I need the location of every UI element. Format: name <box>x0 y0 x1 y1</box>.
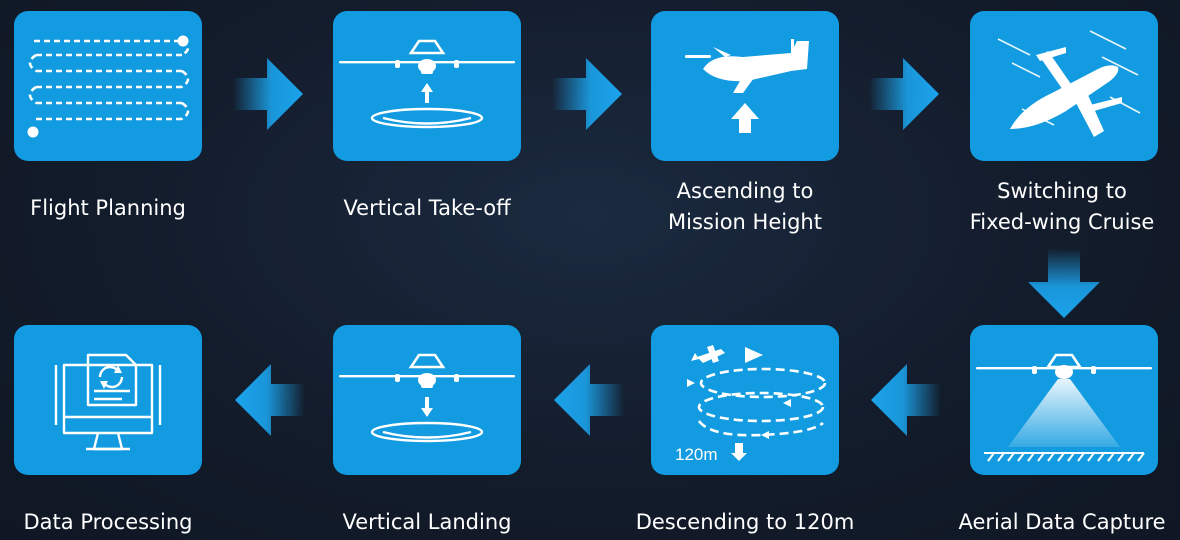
drone-landing-icon <box>339 353 515 443</box>
arrow-right-icon <box>552 58 622 130</box>
fixed-wing-cruise-icon <box>997 30 1141 137</box>
step-label-data-processing: Data Processing <box>23 510 193 534</box>
arrow-left-icon <box>871 364 941 436</box>
step-label-flight-planning: Flight Planning <box>30 196 186 220</box>
step-label-ascending: Ascending to Mission Height <box>626 176 864 238</box>
altitude-tag: 120m <box>675 445 718 464</box>
step-tile-aerial-data-capture <box>970 325 1158 475</box>
step-tile-vertical-take-off <box>333 11 521 161</box>
arrow-down-icon <box>1028 248 1100 318</box>
step-label-line: Mission Height <box>668 210 822 234</box>
drone-takeoff-icon <box>339 39 515 129</box>
spiral-descent-icon: 120m <box>675 345 827 464</box>
route-plan-icon <box>27 35 190 138</box>
step-label-line: Fixed-wing Cruise <box>969 210 1155 234</box>
arrow-left-icon <box>554 364 624 436</box>
arrow-right-icon <box>233 58 303 130</box>
step-tile-ascending <box>651 11 839 161</box>
step-label-line: Ascending to <box>676 179 814 203</box>
camera-capture-icon <box>976 353 1152 462</box>
step-label-line: Switching to <box>997 179 1127 203</box>
step-tile-data-processing <box>14 325 202 475</box>
step-label-vertical-landing: Vertical Landing <box>342 510 512 534</box>
step-label-switching: Switching to Fixed-wing Cruise <box>944 176 1180 238</box>
step-label-vertical-take-off: Vertical Take-off <box>343 196 511 220</box>
step-label-descending: Descending to 120m <box>635 510 855 534</box>
arrow-right-icon <box>869 58 939 130</box>
step-tile-switching <box>970 11 1158 161</box>
step-label-aerial-data-capture: Aerial Data Capture <box>958 510 1166 534</box>
step-tile-descending: 120m <box>651 325 839 475</box>
computer-sync-icon <box>54 353 162 451</box>
drone-ascend-icon <box>685 39 809 133</box>
step-tile-vertical-landing <box>333 325 521 475</box>
arrow-left-icon <box>235 364 305 436</box>
step-tile-flight-planning <box>14 11 202 161</box>
